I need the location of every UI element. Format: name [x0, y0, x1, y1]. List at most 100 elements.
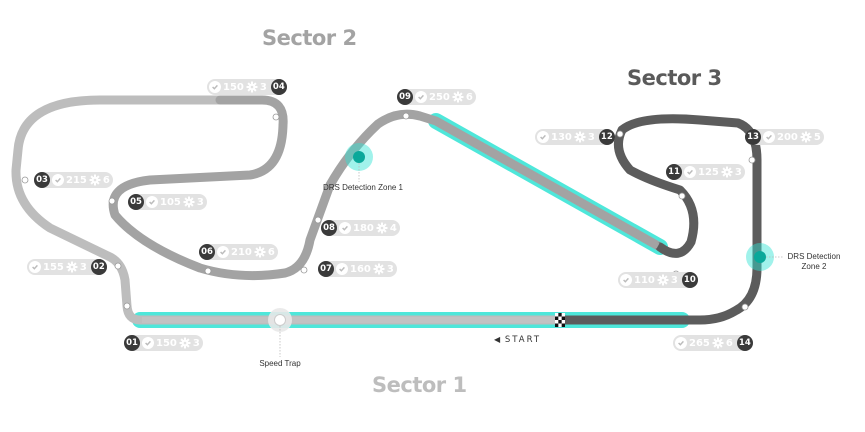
corner-marker-dot: [21, 176, 29, 184]
gear-icon: [712, 337, 724, 349]
corner-speed: 150: [156, 337, 177, 349]
corner-speed: 180: [353, 222, 374, 234]
drs-detection-zone-2-line2: Zone 2: [801, 262, 827, 271]
corner-marker-dot: [300, 266, 308, 274]
corner-speed: 130: [551, 131, 572, 143]
corner-number: 09: [397, 89, 413, 105]
gear-icon: [373, 263, 385, 275]
corner-marker-dot: [114, 262, 122, 270]
corner-marker-dot: [123, 302, 131, 310]
corner-speed: 125: [698, 166, 719, 178]
corner-gear: 3: [386, 263, 394, 275]
checkmark-circle-icon: [209, 81, 221, 93]
corner-03-badge: 03 215 6: [34, 172, 113, 188]
corner-number: 01: [124, 335, 140, 351]
corner-marker-dot: [204, 267, 212, 275]
corner-number: 07: [318, 261, 334, 277]
drs-straight-inner-back: [436, 119, 660, 249]
gear-icon: [657, 274, 669, 286]
drs-detection-zone-1-label: DRS Detection Zone 1: [322, 183, 404, 192]
corner-marker-dot: [402, 112, 410, 120]
corner-number: 04: [270, 79, 287, 95]
checkmark-circle-icon: [336, 263, 348, 275]
gear-icon: [376, 222, 388, 234]
gear-icon: [574, 131, 586, 143]
corner-gear: 6: [267, 246, 275, 258]
speed-trap-label: Speed Trap: [259, 359, 301, 368]
drs-detection-2-dot: [754, 251, 766, 263]
corner-gear: 6: [102, 174, 110, 186]
track-sector-3: [553, 114, 762, 325]
corner-speed: 250: [429, 91, 450, 103]
corner-marker-dot: [748, 156, 756, 164]
corner-05-badge: 05 105 3: [128, 194, 207, 210]
corner-speed: 265: [689, 337, 710, 349]
corner-number: 05: [128, 194, 144, 210]
corner-number: 10: [681, 272, 698, 288]
corner-13-badge: 13 200 5: [745, 129, 824, 145]
corner-number: 08: [321, 220, 337, 236]
corner-speed: 200: [777, 131, 798, 143]
corner-marker-dot: [616, 130, 624, 138]
corner-11-badge: 11 125 3: [666, 164, 745, 180]
gear-icon: [179, 337, 191, 349]
corner-speed: 215: [66, 174, 87, 186]
drs-detection-zone-2-label: DRS Detection Zone 2: [784, 252, 844, 272]
corner-gear: 3: [79, 261, 87, 273]
start-text: START: [504, 335, 542, 345]
corner-gear: 3: [196, 196, 204, 208]
checkmark-circle-icon: [537, 131, 549, 143]
corner-04-badge: 150 3 04: [207, 79, 287, 95]
corner-number: 03: [34, 172, 50, 188]
checkmark-circle-icon: [763, 131, 775, 143]
corner-10-badge: 110 3 10: [618, 272, 698, 288]
sector-1-label: Sector 1: [372, 373, 467, 397]
checkmark-circle-icon: [217, 246, 229, 258]
checkmark-circle-icon: [142, 337, 154, 349]
corner-number: 12: [598, 129, 615, 145]
left-arrow-icon: ◀: [494, 335, 501, 344]
gear-icon: [721, 166, 733, 178]
checkmark-circle-icon: [29, 261, 41, 273]
corner-number: 14: [736, 335, 753, 351]
drs-detection-1-dot: [353, 151, 365, 163]
checkmark-circle-icon: [146, 196, 158, 208]
corner-gear: 4: [389, 222, 397, 234]
corner-speed: 150: [223, 81, 244, 93]
corner-12-badge: 130 3 12: [535, 129, 615, 145]
corner-marker-dot: [741, 303, 749, 311]
drs-detection-zone-2-line1: DRS Detection: [787, 252, 841, 261]
checkmark-circle-icon: [339, 222, 351, 234]
gear-icon: [66, 261, 78, 273]
corner-number: 11: [666, 164, 682, 180]
checkmark-circle-icon: [415, 91, 427, 103]
corner-01-badge: 01 150 3: [124, 335, 203, 351]
corner-09-badge: 09 250 6: [397, 89, 476, 105]
start-label: ◀ START: [494, 335, 541, 345]
corner-gear: 5: [813, 131, 821, 143]
corner-08-badge: 08 180 4: [321, 220, 400, 236]
sector-2-label: Sector 2: [262, 26, 357, 50]
corner-marker-dot: [108, 197, 116, 205]
gear-icon: [254, 246, 266, 258]
corner-dots: [21, 112, 756, 311]
corner-02-badge: 155 3 02: [27, 259, 107, 275]
corner-07-badge: 07 160 3: [318, 261, 397, 277]
checkmark-circle-icon: [620, 274, 632, 286]
corner-speed: 210: [231, 246, 252, 258]
corner-marker-dot: [272, 113, 280, 121]
corner-speed: 155: [43, 261, 64, 273]
corner-gear: 6: [465, 91, 473, 103]
gear-icon: [246, 81, 258, 93]
corner-gear: 3: [259, 81, 267, 93]
corner-marker-dot: [314, 216, 322, 224]
checkmark-circle-icon: [684, 166, 696, 178]
track-sector-2: [108, 95, 665, 281]
corner-speed: 110: [634, 274, 655, 286]
corner-gear: 6: [725, 337, 733, 349]
sector-3-label: Sector 3: [627, 66, 722, 90]
checkmark-circle-icon: [52, 174, 64, 186]
checkered-flag-icon: [555, 313, 565, 327]
